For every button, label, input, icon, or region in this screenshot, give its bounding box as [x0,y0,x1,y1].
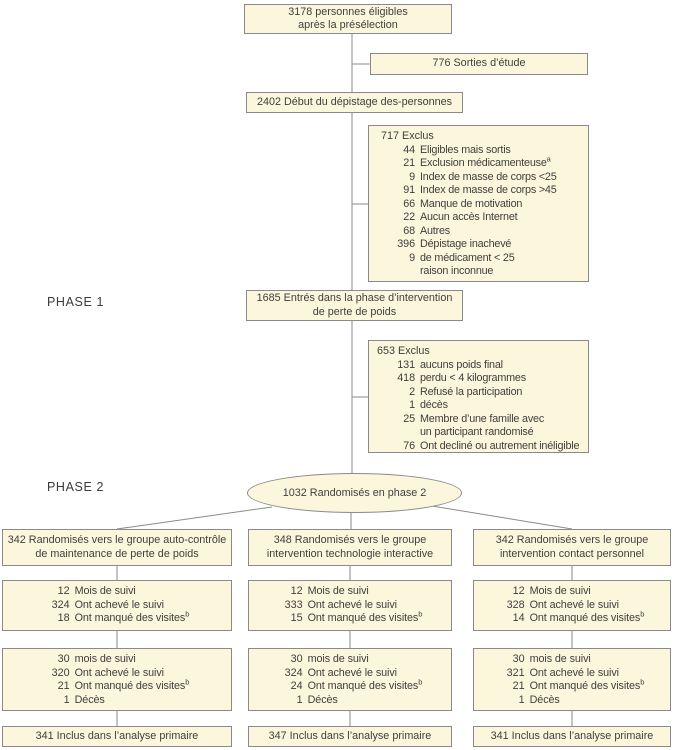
footnote-b: b [640,609,645,619]
excluded1-header: 717 Exclus [369,130,588,144]
phase1-entry-box: 1685 Entrés dans la phase d’intervention… [246,290,463,321]
excluded2-header-n: 653 [377,345,396,357]
footnote-a: a [546,154,551,164]
phase1-label: PHASE 1 [47,295,105,309]
screening-box: 2402 Début du dépistage des-personnes [246,92,463,113]
excluded2-header-text: Exclus [398,345,430,357]
primary-analysis-box-col0: 341 Inclus dans l’analyse primaire [2,726,232,747]
group-box-self-control: 342 Randomisés vers le groupe auto-contr… [2,529,232,566]
phase1-entry-line2: de perte de poids [312,305,397,318]
group-box-technology: 348 Randomisés vers le groupe interventi… [248,529,452,566]
study-exits-text: 776 Sorties d’étude [432,57,526,70]
eligible-box: 3178 personnes éligibles après la présél… [244,4,452,34]
excluded1-header-text: Exclus [402,130,434,142]
footnote-b: b [640,677,645,687]
screening-text: 2402 Début du dépistage des-personnes [256,95,453,108]
footnote-b: b [185,677,190,687]
footnote-b: b [185,609,190,619]
primary-analysis-box-col1: 347 Inclus dans l’analyse primaire [248,726,452,747]
eligible-line1: 3178 personnes éligibles [288,5,408,18]
excluded1-item: raison inconnue [420,265,494,277]
excluded2-header: 653 Exclus [369,345,588,359]
phase1-entry-line1: 1685 Entrés dans la phase d’intervention [256,292,453,304]
footnote-b: b [418,677,423,687]
randomized-ellipse: 1032 Randomisés en phase 2 [247,473,462,513]
excluded2-item: un participant randomisé [420,426,534,438]
randomized-ellipse-text: 1032 Randomisés en phase 2 [282,487,427,499]
study-exits-box: 776 Sorties d’étude [370,53,588,75]
excluded1-header-n: 717 [381,130,400,142]
group-box-personal-contact: 342 Randomisés vers le groupe interventi… [473,529,671,566]
primary-analysis-box-col2: 341 Inclus dans l’analyse primaire [473,726,671,747]
phase2-label: PHASE 2 [47,480,105,494]
footnote-b: b [418,609,423,619]
eligible-line2: après la présélection [298,19,398,31]
